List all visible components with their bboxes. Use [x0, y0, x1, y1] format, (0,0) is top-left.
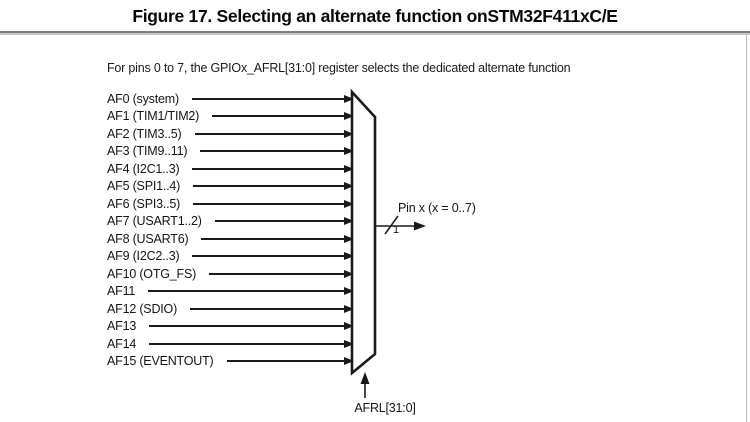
mux-body — [350, 88, 377, 376]
input-wire — [209, 272, 344, 275]
mux-input-row: AF15 (EVENTOUT) — [107, 353, 354, 371]
input-wire — [226, 360, 344, 363]
af-input-label: AF2 (TIM3..5) — [107, 126, 182, 141]
arrowhead-right-icon — [344, 129, 354, 138]
mux-input-row: AF13 — [107, 318, 354, 336]
mux-input-row: AF0 (system) — [107, 90, 354, 108]
input-wire — [201, 237, 344, 240]
mux-input-row: AF12 (SDIO) — [107, 300, 354, 318]
arrowhead-right-icon — [344, 339, 354, 348]
figure-title: Figure 17. Selecting an alternate functi… — [132, 6, 618, 26]
arrowhead-right-icon — [344, 287, 354, 296]
mux-input-row: AF14 — [107, 335, 354, 353]
af-input-label: AF3 (TIM9..11) — [107, 144, 188, 159]
af-input-label: AF14 — [107, 336, 137, 351]
af-input-label: AF11 — [107, 284, 136, 299]
mux-input-row: AF6 (SPI3..5) — [107, 195, 354, 213]
arrowhead-right-icon — [344, 357, 354, 366]
select-arrowhead-icon — [360, 372, 370, 384]
af-input-label: AF8 (USART6) — [107, 231, 189, 246]
arrowhead-right-icon — [344, 234, 354, 243]
af-input-label: AF12 (SDIO) — [107, 301, 178, 316]
input-wire — [212, 115, 344, 118]
af-input-label: AF13 — [107, 319, 137, 334]
mux-input-row: AF11 — [107, 283, 354, 301]
mux-input-row: AF9 (I2C2..3) — [107, 248, 354, 266]
arrowhead-right-icon — [344, 252, 354, 261]
output-arrowhead-icon — [414, 221, 426, 231]
mux-input-row: AF2 (TIM3..5) — [107, 125, 354, 143]
arrowhead-right-icon — [344, 199, 354, 208]
arrowhead-right-icon — [344, 304, 354, 313]
arrowhead-right-icon — [344, 182, 354, 191]
input-wire — [200, 150, 344, 153]
input-wire — [149, 325, 344, 328]
arrowhead-right-icon — [344, 322, 354, 331]
af-input-label: AF7 (USART1..2) — [107, 214, 202, 229]
mux-input-row: AF10 (OTG_FS) — [107, 265, 354, 283]
input-wire — [214, 220, 344, 223]
af-input-label: AF9 (I2C2..3) — [107, 249, 180, 264]
arrowhead-right-icon — [344, 147, 354, 156]
mux-input-row: AF5 (SPI1..4) — [107, 178, 354, 196]
mux-input-row: AF8 (USART6) — [107, 230, 354, 248]
mux-input-row: AF1 (TIM1/TIM2) — [107, 108, 354, 126]
arrowhead-right-icon — [344, 164, 354, 173]
input-wire — [190, 307, 344, 310]
page-right-border — [746, 33, 747, 422]
mux-input-list: AF0 (system) AF1 (TIM1/TIM2) AF2 (TIM3..… — [107, 90, 354, 370]
input-wire — [193, 202, 344, 205]
arrowhead-right-icon — [344, 269, 354, 278]
arrowhead-right-icon — [344, 217, 354, 226]
bus-width-label: 1 — [393, 224, 400, 236]
bus-width-slash — [384, 215, 399, 235]
mux-input-row: AF4 (I2C1..3) — [107, 160, 354, 178]
figure-description: For pins 0 to 7, the GPIOx_AFRL[31:0] re… — [107, 61, 571, 75]
output-pin-label: Pin x (x = 0..7) — [398, 201, 476, 215]
input-wire — [192, 255, 344, 258]
arrowhead-right-icon — [344, 94, 354, 103]
select-register-label: AFRL[31:0] — [354, 401, 416, 415]
mux-symbol — [350, 88, 426, 398]
af-input-label: AF1 (TIM1/TIM2) — [107, 109, 200, 124]
af-input-label: AF15 (EVENTOUT) — [107, 354, 214, 369]
af-input-label: AF0 (system) — [107, 91, 179, 106]
input-wire — [191, 97, 344, 100]
input-wire — [192, 167, 344, 170]
af-input-label: AF5 (SPI1..4) — [107, 179, 181, 194]
input-wire — [148, 290, 344, 293]
input-wire — [149, 342, 344, 345]
arrowhead-right-icon — [344, 112, 354, 121]
af-input-label: AF4 (I2C1..3) — [107, 161, 180, 176]
mux-input-row: AF7 (USART1..2) — [107, 213, 354, 231]
af-input-label: AF6 (SPI3..5) — [107, 196, 181, 211]
af-input-label: AF10 (OTG_FS) — [107, 266, 197, 281]
input-wire — [194, 132, 344, 135]
mux-input-row: AF3 (TIM9..11) — [107, 143, 354, 161]
input-wire — [193, 185, 344, 188]
title-divider — [0, 31, 750, 35]
